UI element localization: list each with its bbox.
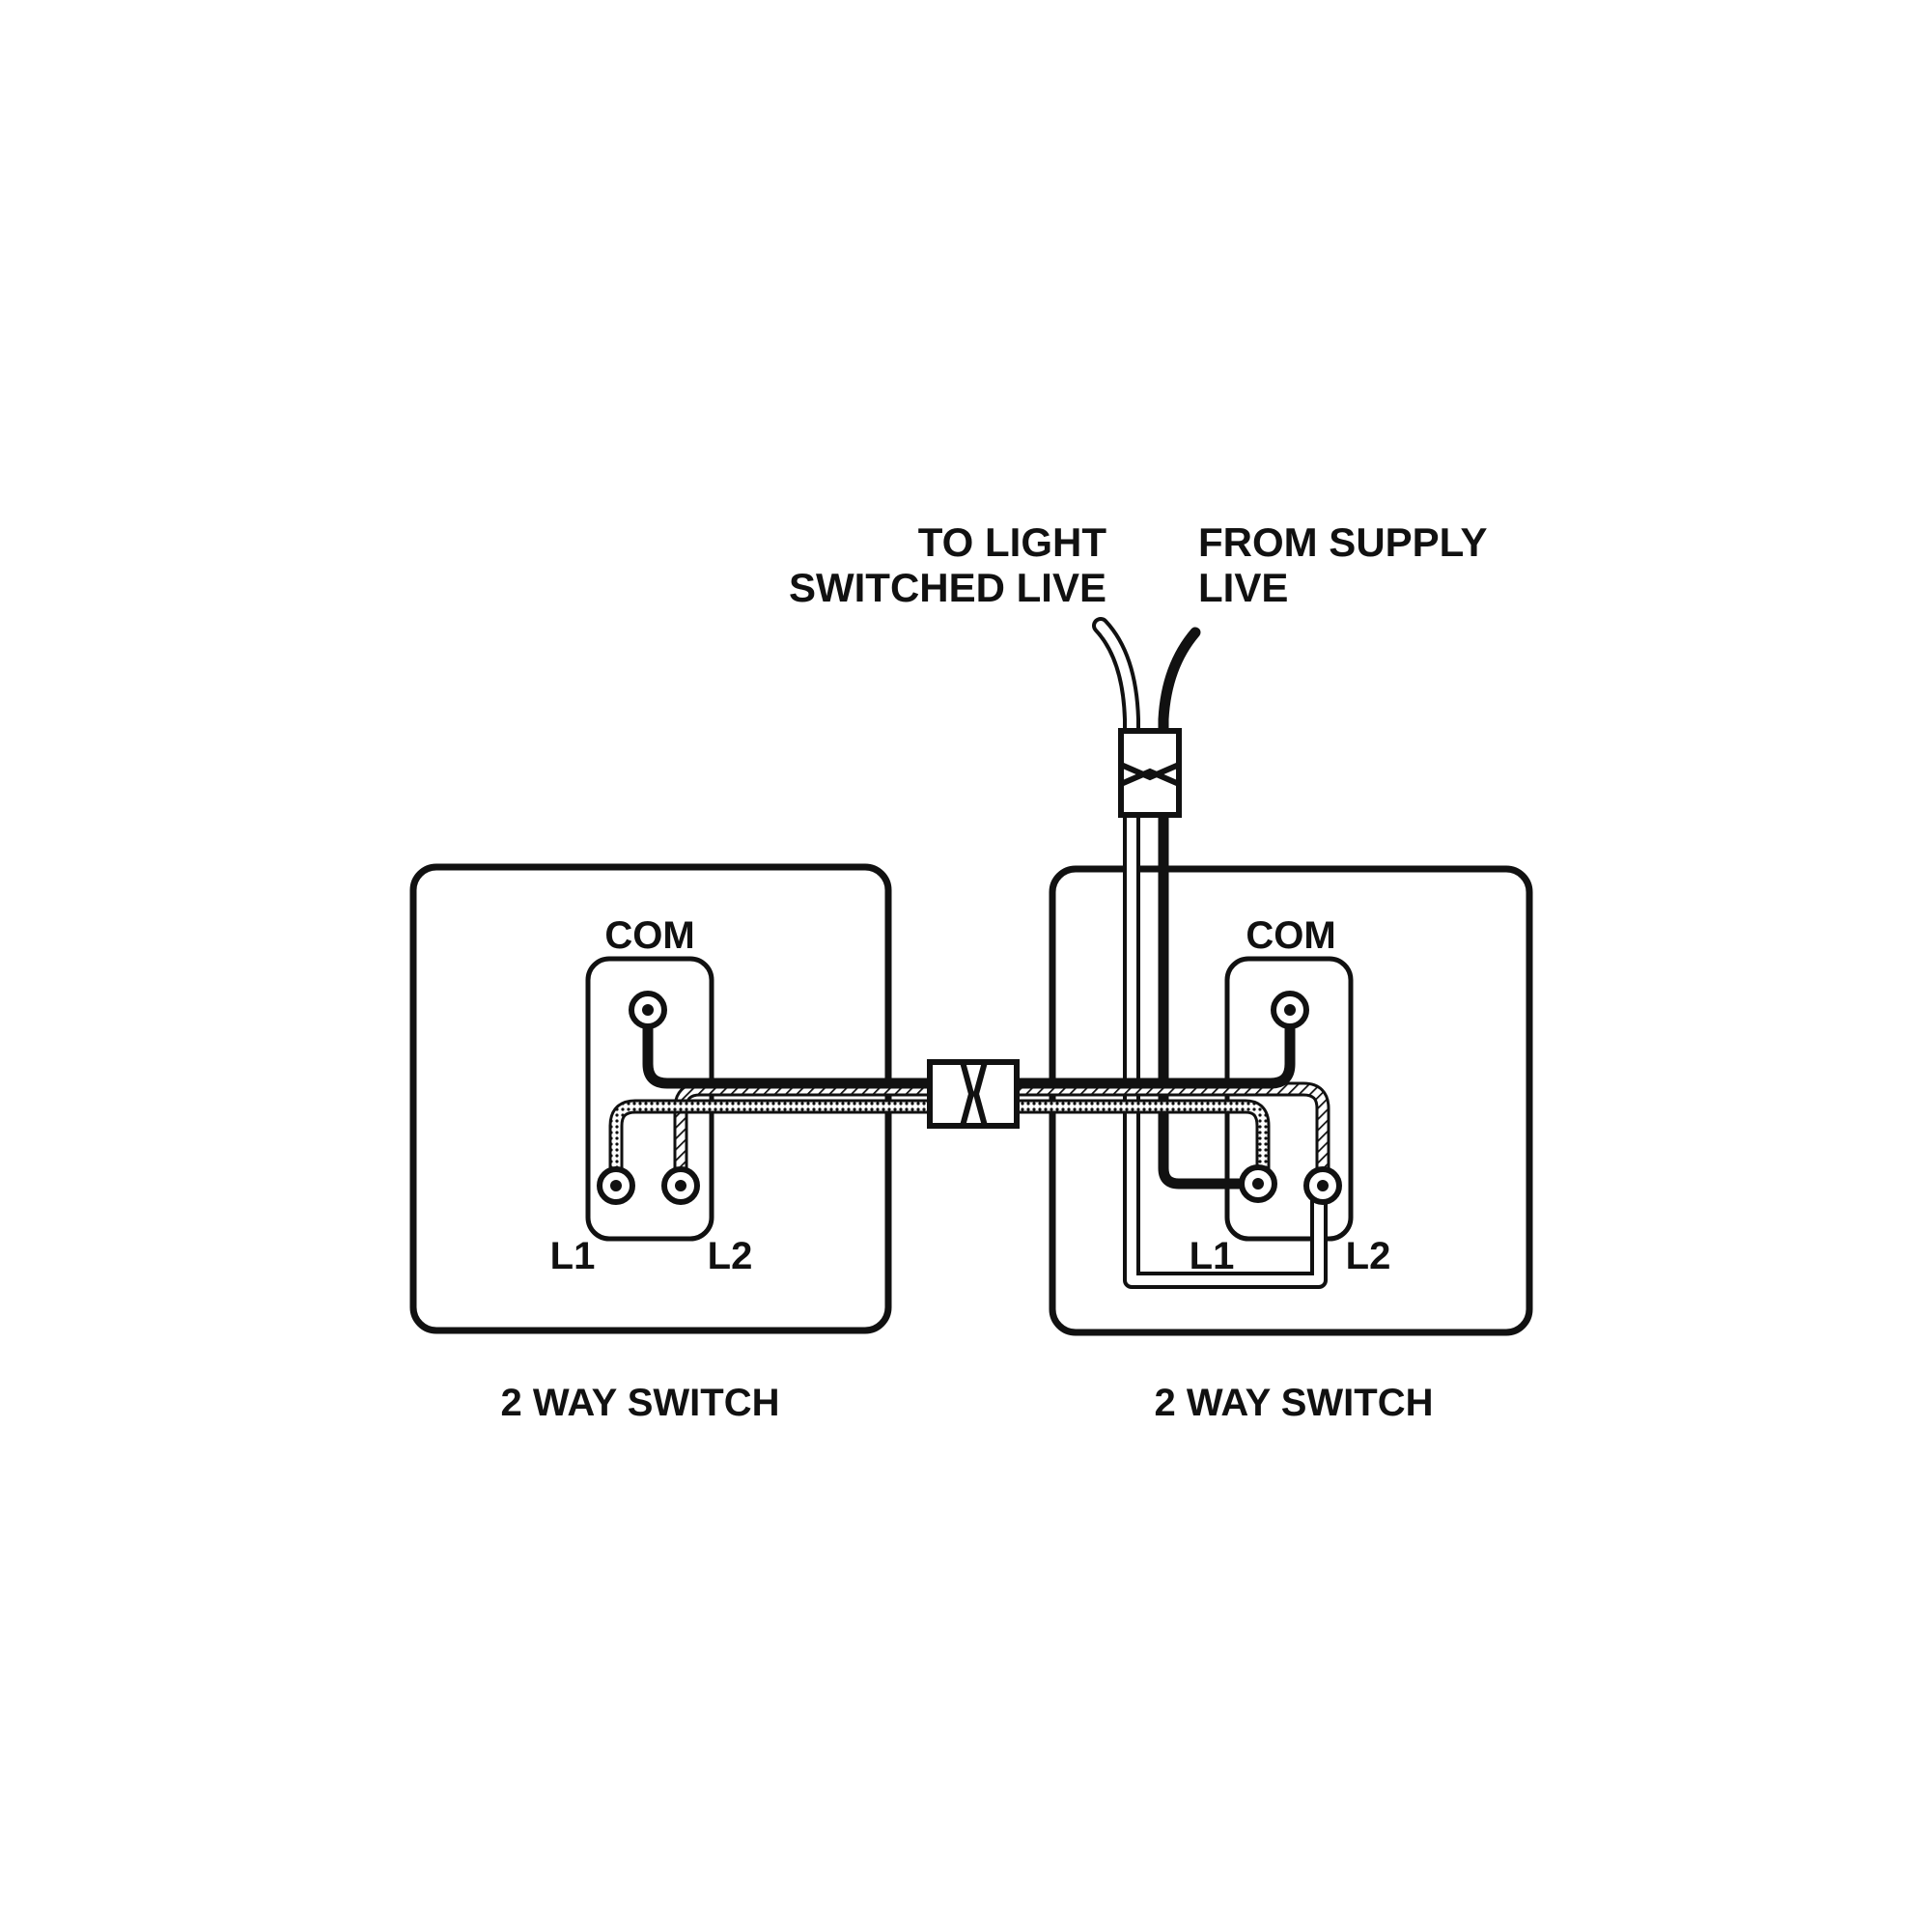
left-l2-terminal (661, 1166, 700, 1205)
left-l1-terminal (597, 1166, 635, 1205)
left-terminal-block (585, 956, 714, 1242)
right-terminal-block (1224, 956, 1354, 1242)
right-l2-terminal (1303, 1166, 1342, 1205)
to-light-label-line2: SWITCHED LIVE (789, 565, 1106, 610)
left-switch-caption: 2 WAY SWITCH (501, 1382, 780, 1424)
right-l2-label: L2 (1346, 1235, 1391, 1277)
from-supply-label-line1: FROM SUPPLY (1198, 519, 1488, 565)
left-com-terminal (629, 991, 667, 1029)
right-supply-live-wire (1158, 627, 1264, 1190)
right-l1-label: L1 (1190, 1235, 1235, 1277)
right-com-terminal (1271, 991, 1309, 1029)
top-cable-connector (1118, 728, 1182, 818)
left-switch-plate (409, 863, 892, 1334)
left-l2-label: L2 (708, 1235, 753, 1277)
from-supply-label-line2: LIVE (1198, 565, 1288, 610)
left-com-label: COM (604, 914, 694, 957)
right-switch-caption: 2 WAY SWITCH (1155, 1382, 1434, 1424)
right-com-label: COM (1246, 914, 1335, 957)
right-l1-terminal (1239, 1164, 1277, 1203)
to-light-label-line1: TO LIGHT (918, 519, 1107, 565)
left-l1-label: L1 (550, 1235, 596, 1277)
middle-cable-connector (927, 1059, 1020, 1129)
